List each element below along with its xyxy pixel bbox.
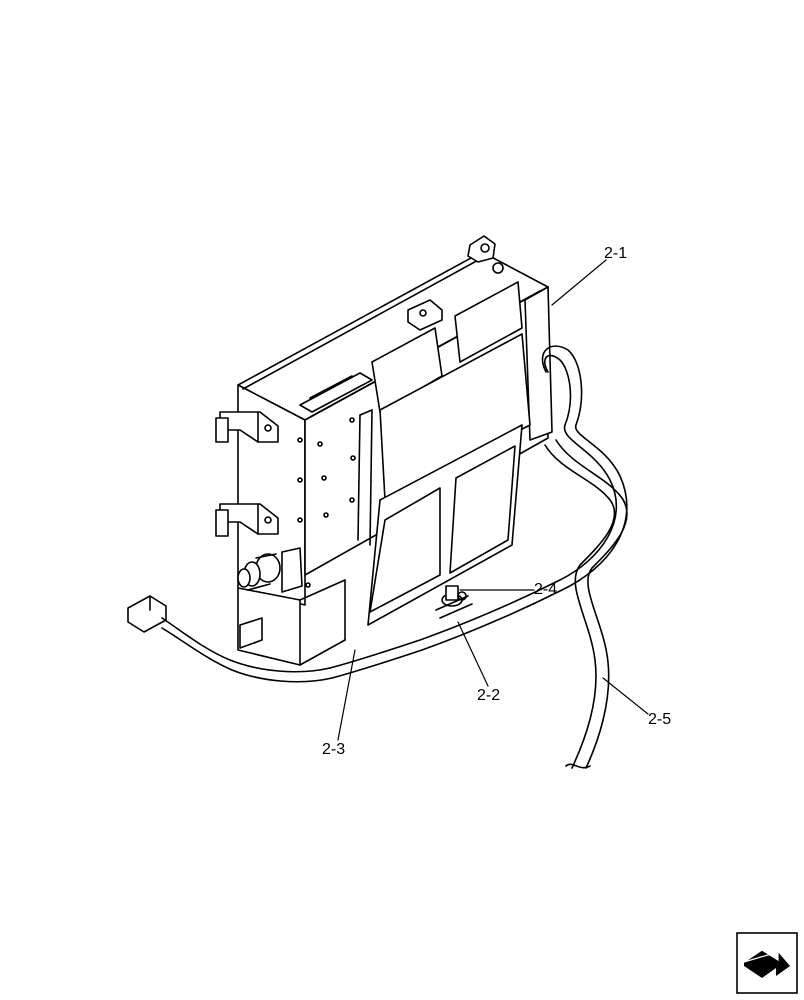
mounting-bracket-upper xyxy=(215,411,279,443)
callout-2-5: 2-5 xyxy=(648,711,672,728)
hose-2-5 xyxy=(544,439,628,769)
filter-panel-upper xyxy=(371,281,531,501)
next-page-arrow-icon[interactable] xyxy=(736,932,798,994)
callout-2-3: 2-3 xyxy=(322,741,346,758)
filter-panel-lower xyxy=(357,409,523,626)
mounting-bracket-lower xyxy=(215,503,279,537)
valve-2-2 xyxy=(435,585,473,619)
callout-2-2: 2-2 xyxy=(477,687,501,704)
hose-fitting xyxy=(237,547,303,593)
callout-2-1: 2-1 xyxy=(604,245,628,262)
hose-2-3 xyxy=(329,345,628,679)
leader-lines xyxy=(337,259,649,741)
harness-connector xyxy=(127,595,333,683)
callout-2-4: 2-4 xyxy=(534,581,558,598)
